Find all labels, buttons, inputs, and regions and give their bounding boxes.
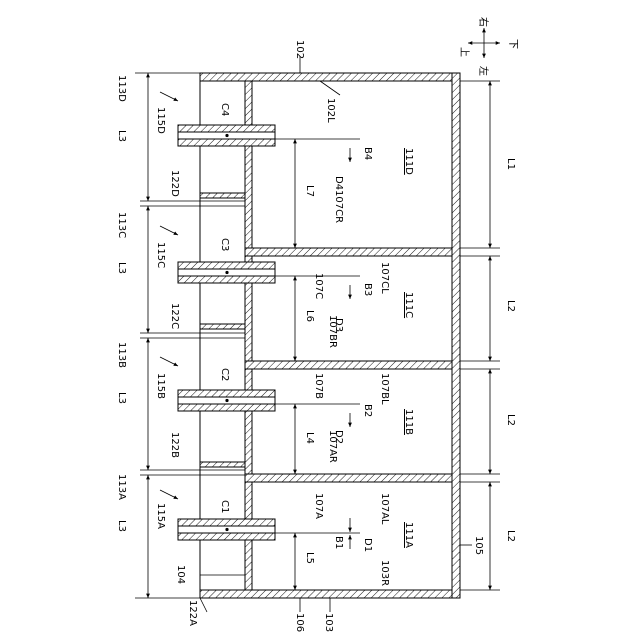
label-D3: D3 [333,318,344,332]
label-L7: L7 [304,185,315,197]
label-115D: 115D [155,107,166,134]
label-105: 105 [473,536,484,555]
left-wall-104 [245,81,252,590]
label-107B: 107B [313,373,324,399]
connector-115C [178,262,275,283]
label-107A: 107A [313,493,324,519]
label-107C: 107C [313,273,324,299]
label-L6: L6 [304,310,315,322]
label-122B: 122B [169,432,180,458]
label-D1: D1 [362,538,373,552]
label-115A: 115A [155,503,166,529]
label-122C: 122C [169,303,180,329]
connector-115D [178,125,275,146]
connector-115B [178,390,275,411]
label-115C: 115C [155,242,166,268]
dir-up-label: 上 [458,47,470,57]
label-L2-c: L2 [505,300,516,312]
label-115B: 115B [155,373,166,399]
label-L3-c: L3 [116,262,127,274]
label-106: 106 [294,613,305,632]
label-L2-a: L2 [505,530,516,542]
label-111B: 111B [403,409,414,435]
label-113A: 113A [116,474,127,500]
label-L4: L4 [304,432,315,444]
label-111C: 111C [403,292,414,318]
label-103: 103 [323,613,334,632]
slit-plate-122D [200,193,245,198]
label-D4: D4 [333,176,344,190]
chamber-111C [252,256,452,361]
chamber-111D [252,81,452,248]
label-B2: B2 [362,404,373,417]
label-107CR: 107CR [333,190,344,223]
label-C1: C1 [219,500,230,513]
label-111A: 111A [403,522,414,548]
label-C3: C3 [219,238,230,251]
partition-107B [245,361,452,369]
label-107CL: 107CL [379,262,390,294]
right-wall-105 [452,73,460,598]
label-113B: 113B [116,342,127,368]
label-D2: D2 [333,430,344,444]
slit-plates [140,193,245,475]
partition-107C [245,248,452,256]
top-wall-102 [200,73,460,81]
label-L5: L5 [304,552,315,564]
label-111D: 111D [403,148,414,175]
slit-plate-122B [200,462,245,467]
label-B1: B1 [333,536,344,549]
bottom-wall-103 [200,590,460,598]
label-104: 104 [175,565,186,584]
slit-plate-122C [200,324,245,329]
label-B3: B3 [362,283,373,296]
label-L3-a: L3 [116,520,127,532]
label-C4: C4 [219,103,230,116]
chamber-111A [252,482,452,590]
label-103R: 103R [379,560,390,586]
dir-right-label: 右 [477,17,490,27]
label-107BL: 107BL [379,373,390,405]
label-L2-b: L2 [505,414,516,426]
dir-down-label: 下 [507,39,518,49]
label-L3-b: L3 [116,392,127,404]
connector-115A [178,519,275,540]
label-B4: B4 [362,147,373,160]
label-113C: 113C [116,212,127,238]
label-102: 102 [294,40,305,59]
label-102L: 102L [325,98,336,123]
label-113D: 113D [116,75,127,102]
partition-107A [245,474,452,482]
label-122D: 122D [169,170,180,197]
label-122A: 122A [187,600,198,626]
chamber-111B [252,369,452,474]
dir-left-label: 左 [477,66,490,76]
label-L1: L1 [505,158,516,170]
direction-indicator: 上 下 右 左 [458,17,518,76]
label-L3-d: L3 [116,130,127,142]
label-107AL: 107AL [379,493,390,525]
label-C2: C2 [219,368,230,381]
